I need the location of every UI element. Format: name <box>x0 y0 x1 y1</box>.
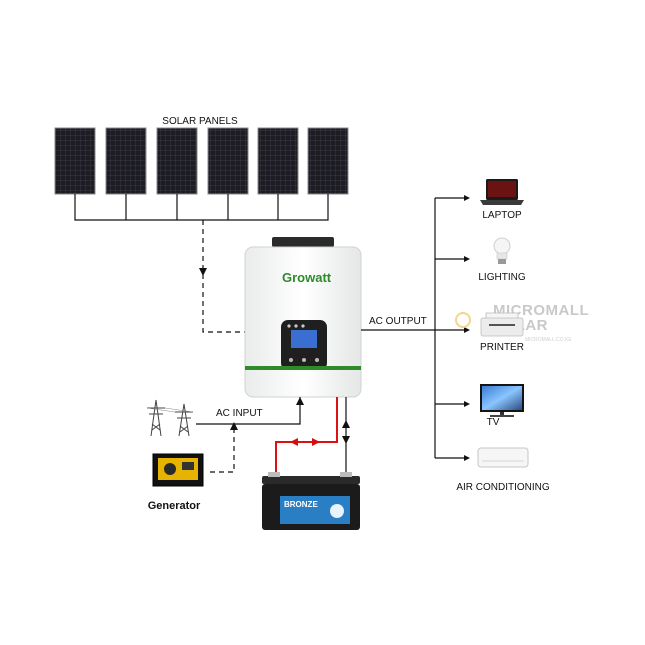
battery-badge-icon <box>330 504 344 518</box>
printer-icon <box>480 312 524 337</box>
tv-icon <box>480 384 524 417</box>
arrow-right-icon <box>464 455 470 461</box>
arrow-up-icon <box>230 422 238 430</box>
status-led-icon <box>294 324 298 328</box>
battery-terminal-positive-icon <box>268 472 280 477</box>
status-led-icon <box>287 324 291 328</box>
battery-brand: BRONZE <box>284 500 318 509</box>
battery: BRONZE <box>262 472 360 530</box>
arrow-up-icon <box>342 420 350 428</box>
arrow-right-icon <box>464 327 470 333</box>
arrow-right-icon <box>464 195 470 201</box>
battery-dc-wiring <box>275 397 350 478</box>
solar-panel <box>54 127 96 195</box>
arrow-left-icon <box>290 438 298 446</box>
battery-terminal-negative-icon <box>340 472 352 477</box>
inverter-button-icon <box>289 358 293 362</box>
arrow-up-icon <box>296 397 304 405</box>
laptop-icon <box>480 179 524 205</box>
ac-output-wiring <box>361 195 470 461</box>
solar-panels-label: SOLAR PANELS <box>162 116 238 127</box>
arrow-down-icon <box>342 436 350 444</box>
generator-icon <box>152 453 204 487</box>
solar-panel <box>257 127 299 195</box>
air-conditioning-label: AIR CONDITIONING <box>456 482 550 493</box>
sun-watermark-icon <box>455 312 471 328</box>
solar-panel <box>307 127 349 195</box>
inverter-button-icon <box>315 358 319 362</box>
lighting-label: LIGHTING <box>478 272 525 283</box>
inverter-green-stripe <box>245 366 361 370</box>
solar-panel-array <box>54 127 349 195</box>
inverter-mount-bracket <box>272 237 334 247</box>
inverter-lcd-screen <box>291 330 317 348</box>
light-bulb-icon <box>493 237 511 264</box>
arrow-right-icon <box>464 401 470 407</box>
printer-label: PRINTER <box>480 342 524 353</box>
solar-panel <box>207 127 249 195</box>
ac-output-label: AC OUTPUT <box>369 316 427 327</box>
generator-label: Generator <box>148 500 201 512</box>
arrow-right-icon <box>312 438 320 446</box>
arrow-right-icon <box>464 256 470 262</box>
laptop-label: LAPTOP <box>482 210 522 221</box>
inverter-button-icon <box>302 358 306 362</box>
solar-panel <box>156 127 198 195</box>
status-led-icon <box>301 324 305 328</box>
ac-input-wiring <box>196 397 304 473</box>
air-conditioner-icon <box>477 447 529 468</box>
watermark-line3: MICROMALL.CO.KE <box>525 337 572 343</box>
panel-bus-wiring <box>74 194 329 221</box>
tv-label: TV <box>487 417 500 428</box>
solar-panel <box>105 127 147 195</box>
arrow-down-icon <box>199 268 207 276</box>
ac-input-label: AC INPUT <box>216 408 263 419</box>
inverter-brand: Growatt <box>282 270 332 285</box>
inverter: Growatt <box>244 237 362 398</box>
power-tower-icon <box>146 399 194 437</box>
pv-dashed-line <box>199 220 245 333</box>
battery-lid <box>262 476 360 484</box>
